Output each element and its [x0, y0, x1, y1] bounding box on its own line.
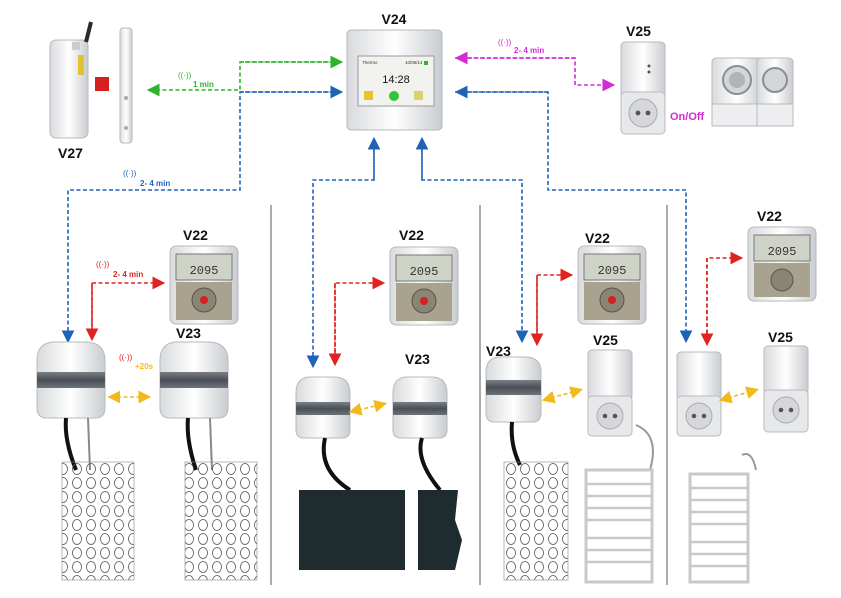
link-red-v22-1 [91, 276, 166, 335]
label-v23-2: V23 [405, 351, 430, 367]
thermostat-time: 14:28 [382, 74, 410, 86]
towel-radiator-1 [584, 468, 654, 584]
label-v22-4: V22 [757, 208, 782, 224]
svg-text:2095: 2095 [190, 264, 219, 278]
link-blue-v24-section4 [455, 91, 693, 344]
dark-heating-panel [299, 490, 405, 570]
label-v23-1: V23 [176, 325, 201, 341]
v25-smart-plug-section3 [587, 349, 633, 437]
v25-smart-plug-top [620, 41, 666, 135]
v23-receiver-1b [159, 341, 229, 419]
v23-receiver-2b [392, 376, 448, 439]
timing-green: 1 min [193, 80, 214, 89]
label-v27: V27 [58, 145, 83, 161]
timing-red: 2- 4 min [113, 270, 143, 279]
label-v25-top: V25 [626, 23, 651, 39]
appliance-onoff-label: On/Off [670, 111, 705, 123]
v25-smart-plug-section4a [676, 351, 722, 437]
label-v22-2: V22 [399, 227, 424, 243]
link-yellow-v25-3 [541, 386, 584, 404]
dark-heating-panel [418, 490, 462, 570]
v23-receiver-3 [485, 356, 542, 423]
heating-mat [503, 461, 569, 581]
label-v24: V24 [382, 11, 407, 27]
link-green-v24-v27 [146, 61, 340, 97]
link-yellow-v25-4 [718, 386, 760, 404]
thermostat-brand: Thermo [362, 60, 378, 65]
label-v25-4: V25 [768, 329, 793, 345]
link-yellow-v23-2 [348, 399, 388, 416]
wireless-signal-icon: ((·)) [119, 353, 133, 362]
wireless-signal-icon: ((·)) [96, 260, 110, 269]
svg-text:2095: 2095 [598, 264, 627, 278]
heating-mat [184, 461, 258, 581]
thermostat-date: 10/06/14 [405, 60, 423, 65]
label-v25-3: V25 [593, 332, 618, 348]
green-status-light-icon [389, 91, 399, 101]
v24-touchscreen-thermostat: Thermo 10/06/14 14:28 [346, 29, 443, 131]
timing-blue: 2- 4 min [140, 179, 170, 188]
lock-icon [424, 61, 428, 65]
v22-thermostat-2: 2095 [389, 246, 459, 326]
v23-receiver-2a [295, 376, 351, 439]
link-blue-v24-section2 [306, 140, 375, 369]
link-red-v22-2 [334, 276, 386, 360]
v25-smart-plug-section4b [763, 345, 809, 433]
heating-mat [61, 461, 135, 581]
label-v22-3: V22 [585, 230, 610, 246]
towel-radiator-2 [688, 472, 750, 584]
label-v22-1: V22 [183, 227, 208, 243]
wireless-signal-icon: ((·)) [123, 169, 137, 178]
link-red-v22-4 [706, 251, 744, 340]
wireless-signal-icon: ((·)) [498, 38, 512, 47]
timing-yellow: +20s [135, 362, 154, 371]
svg-text:2095: 2095 [768, 245, 797, 259]
label-v23-3: V23 [486, 343, 511, 359]
v22-thermostat-3: 2095 [577, 245, 647, 325]
link-magenta-v24-v25 [455, 57, 616, 92]
v22-thermostat-1: 2095 [169, 245, 239, 325]
link-red-v22-3 [536, 268, 574, 340]
v22-thermostat-4: 2095 [747, 226, 817, 302]
v23-receiver-1a [36, 341, 106, 419]
washing-machines [711, 57, 794, 127]
wireless-signal-icon: ((·)) [178, 71, 192, 80]
timing-magenta: 2- 4 min [514, 46, 544, 55]
v27-window-contact-module [49, 21, 133, 144]
svg-text:2095: 2095 [410, 265, 439, 279]
